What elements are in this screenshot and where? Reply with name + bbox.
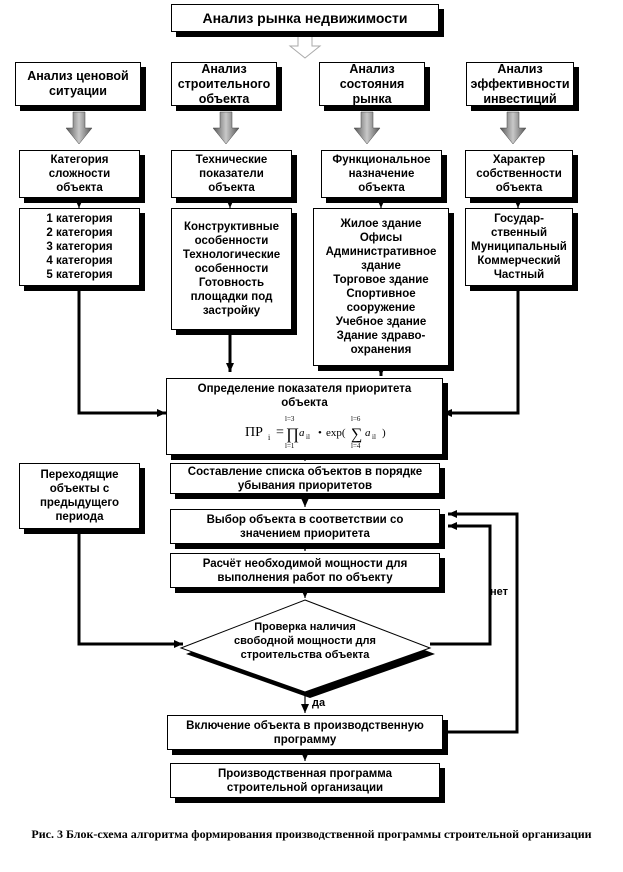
factor-ownership-box: Характер собственности объекта — [465, 150, 573, 198]
analysis-market-box: Анализ состояния рынка — [319, 62, 425, 106]
detail-ownership-box: Государ- ственный Муниципальный Коммерче… — [465, 208, 573, 286]
factor-function-box: Функциональное назначение объекта — [321, 150, 442, 198]
gradient-arrow-3 — [353, 111, 381, 145]
arrow-include-loop — [443, 510, 519, 734]
formula-prod-upper: l=3 — [285, 415, 295, 423]
detail-function-box: Жилое здание Офисы Административное здан… — [313, 208, 449, 366]
formula-sum-term: a — [365, 427, 371, 439]
formula-sum-lower: l=4 — [351, 442, 361, 450]
priority-formula: ПР i = l=3 ∏ l=1 a il • exp( l=6 ∑ l=4 a… — [245, 415, 386, 450]
decision-text: Проверка наличия свободной мощности для … — [234, 621, 376, 661]
market-analysis-box: Анализ рынка недвижимости — [171, 4, 439, 32]
decision-diamond — [179, 599, 432, 693]
svg-text:∑: ∑ — [351, 426, 362, 443]
formula-term-a: a — [299, 427, 305, 439]
carryover-box: Переходящие объекты с предыдущего период… — [19, 463, 140, 529]
priority-box: Определение показателя приоритета объект… — [166, 378, 443, 455]
figure-caption: Рис. 3 Блок-схема алгоритма формирования… — [31, 827, 592, 841]
arrow-detail4-priority — [443, 286, 520, 417]
svg-text:•: • — [318, 427, 322, 439]
formula-prod-lower: l=1 — [285, 442, 295, 450]
include-program-box: Включение объекта в производственную про… — [167, 715, 443, 750]
arrow-carryover-decision — [77, 529, 183, 648]
factor-category-box: Категория сложности объекта — [19, 150, 140, 198]
svg-text:∏: ∏ — [286, 426, 299, 443]
detail-technical-box: Конструктивные особенности Технологическ… — [171, 208, 292, 330]
svg-text:=: = — [276, 425, 284, 440]
sort-list-box: Составление списка объектов в порядке уб… — [170, 463, 440, 494]
analysis-price-box: Анализ ценовой ситуации — [15, 62, 141, 106]
formula-term-sub: il — [306, 433, 310, 441]
gradient-arrow-2 — [212, 111, 240, 145]
hollow-arrow — [288, 33, 322, 59]
formula-lhs: ПР — [245, 425, 263, 440]
detail-categories-box: 1 категория 2 категория 3 категория 4 ка… — [19, 208, 140, 286]
analysis-investment-box: Анализ эффективности инвестиций — [466, 62, 574, 106]
no-label: нет — [490, 586, 509, 598]
capacity-calc-box: Расчёт необходимой мощности для выполнен… — [170, 553, 440, 588]
yes-label: да — [312, 697, 326, 709]
formula-mid: exp( — [326, 427, 346, 439]
factor-technical-box: Технические показатели объекта — [171, 150, 292, 198]
formula-lhs-sub: i — [268, 433, 271, 442]
select-object-box: Выбор объекта в соответствии со значение… — [170, 509, 440, 544]
formula-sum-term-sub: il — [372, 433, 376, 441]
analysis-building-box: Анализ строительного объекта — [171, 62, 277, 106]
gradient-arrow-4 — [499, 111, 527, 145]
arrow-detail1-priority — [77, 286, 166, 417]
priority-box-title: Определение показателя приоритета объект… — [197, 383, 412, 409]
production-program-box: Производственная программа строительной … — [170, 763, 440, 798]
formula-sum-upper: l=6 — [351, 415, 361, 423]
gradient-arrow-1 — [65, 111, 93, 145]
arrow-no-loop — [430, 522, 492, 646]
formula-close: ) — [382, 427, 386, 439]
